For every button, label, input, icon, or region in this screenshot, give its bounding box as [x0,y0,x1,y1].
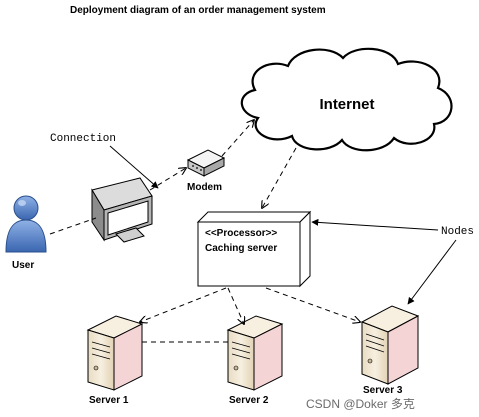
user-label: User [12,260,34,271]
diagram-title: Deployment diagram of an order managemen… [70,5,326,16]
server-1-label: Server 1 [89,395,129,406]
user-icon [5,195,47,253]
server-3-label: Server 3 [363,385,403,396]
connection-pointer-arrow [109,145,159,189]
internet-to-cache-link [262,147,297,208]
processor-stereotype: <<Processor>> [205,228,277,239]
modem-to-internet-link [221,120,254,157]
watermark-text: CSDN @Doker 多克 [306,397,415,411]
server-1-icon [86,315,144,391]
nodes-to-server3-arrow [407,239,457,305]
connection-label: Connection [50,133,116,145]
cache-to-server2-link [227,287,244,324]
nodes-label: Nodes [441,226,474,238]
server-2-icon [226,315,284,391]
user-to-computer-link [49,217,97,235]
computer-monitor-icon [91,177,153,243]
caching-server-node [196,210,312,288]
nodes-to-cache-arrow [311,218,439,231]
dashed-connections [49,120,360,343]
internet-cloud: Internet [240,47,453,152]
server-2-label: Server 2 [229,395,269,406]
internet-label: Internet [319,96,374,113]
modem-label: Modem [187,182,222,193]
server-3-icon [360,305,420,385]
modem-icon [186,149,226,177]
cache-to-server3-link [265,287,360,322]
processor-name: Caching server [205,243,277,254]
computer-to-modem-link [149,168,186,191]
cache-to-server1-link [140,287,227,322]
